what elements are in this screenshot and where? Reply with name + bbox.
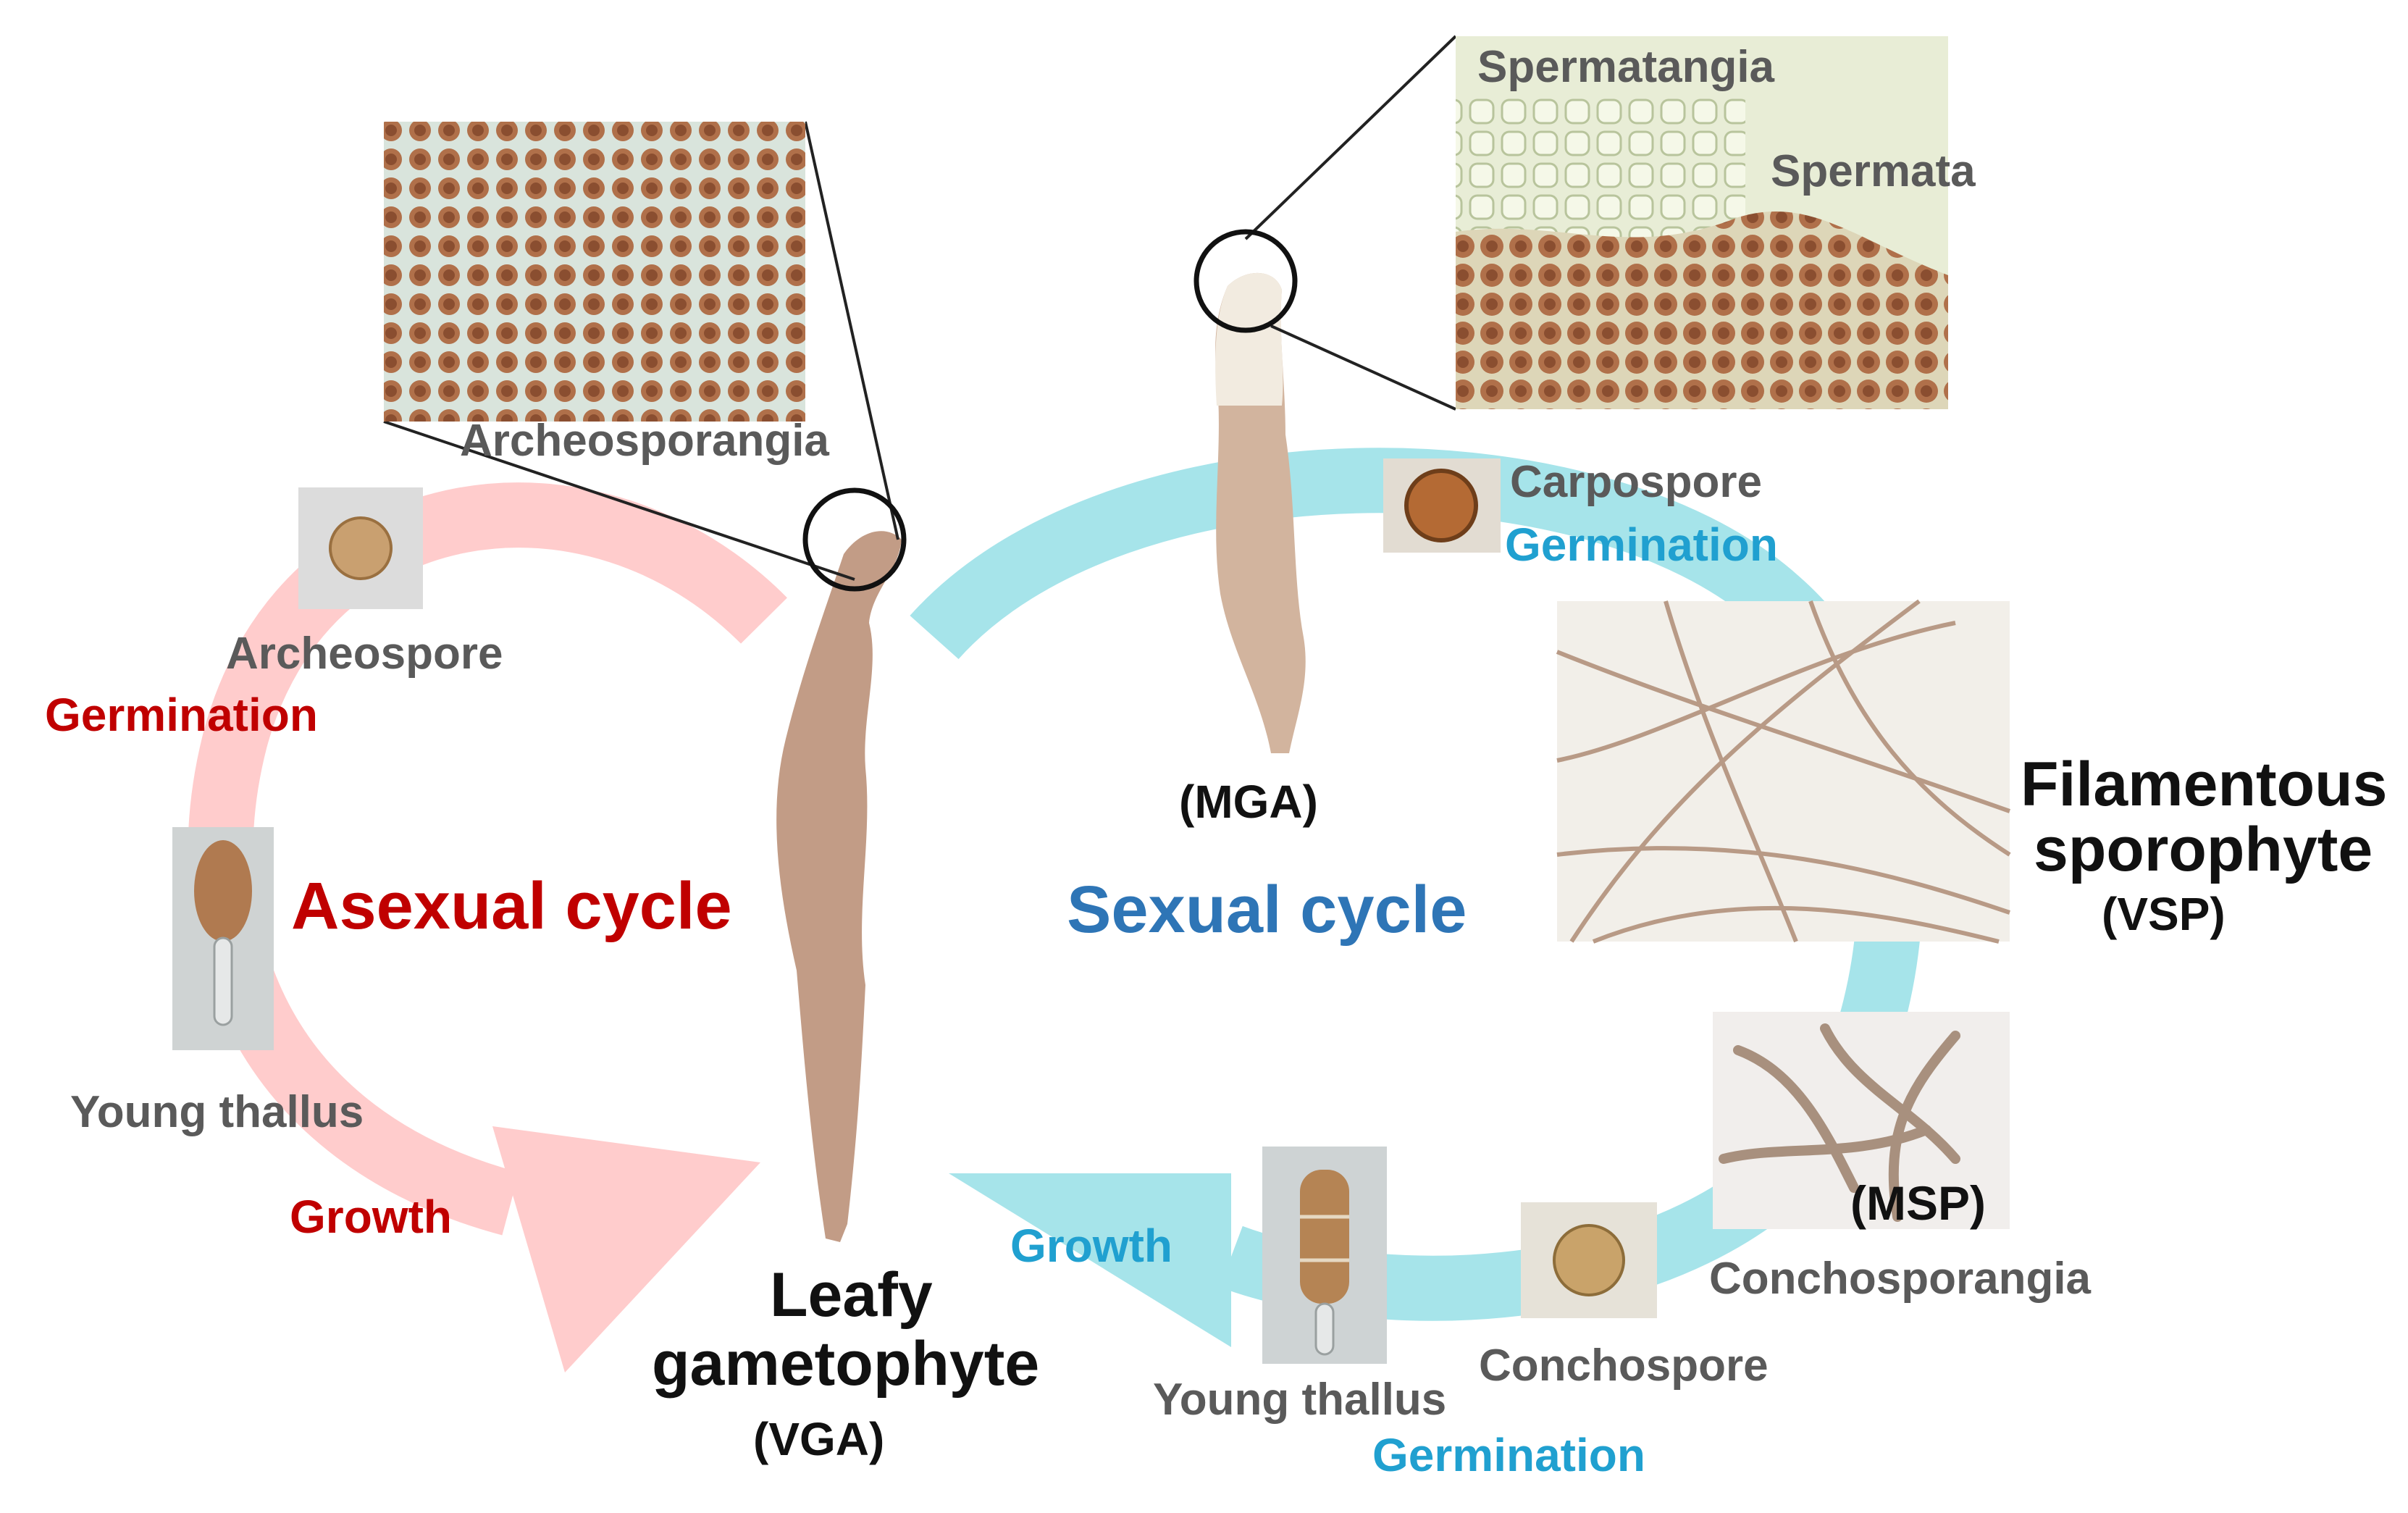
leafy-label-line2: gametophyte bbox=[652, 1329, 1040, 1399]
sexual-young-thallus-micrograph bbox=[1262, 1147, 1387, 1364]
conchosporangia-label: Conchosporangia bbox=[1709, 1254, 2092, 1304]
asexual-growth-label: Growth bbox=[290, 1191, 452, 1243]
filamentous-label-line2: sporophyte bbox=[2034, 815, 2373, 884]
archeosporangia-label: Archeosporangia bbox=[460, 416, 829, 466]
asexual-germination-label: Germination bbox=[45, 689, 318, 741]
vsp-label: (VSP) bbox=[2102, 888, 2225, 940]
zoom-line bbox=[1270, 324, 1456, 411]
carpospore-micrograph bbox=[1383, 458, 1501, 553]
carpospore-label: Carpospore bbox=[1510, 457, 1762, 507]
msp-micrograph bbox=[1713, 1012, 2010, 1229]
magnify-circle-icon bbox=[1193, 229, 1298, 333]
leafy-label-line1: Leafy bbox=[770, 1260, 933, 1330]
msp-label: (MSP) bbox=[1850, 1176, 1986, 1230]
sexual-cycle-title: Sexual cycle bbox=[1067, 873, 1467, 947]
spermatangia-micrograph bbox=[1456, 36, 1948, 409]
zoom-line bbox=[383, 420, 855, 581]
asexual-young-thallus-micrograph bbox=[172, 827, 274, 1050]
sexual-germination-bottom-label: Germination bbox=[1372, 1429, 1645, 1481]
leafy-gametophyte-thallus bbox=[776, 531, 902, 1242]
spermatangia-label: Spermatangia bbox=[1477, 42, 1775, 92]
mga-thallus bbox=[1215, 272, 1306, 753]
conchospore-micrograph bbox=[1521, 1202, 1657, 1318]
sexual-germination-top-label: Germination bbox=[1505, 519, 1778, 571]
sexual-growth-label: Growth bbox=[1010, 1220, 1172, 1272]
archeosporangia-micrograph bbox=[384, 122, 805, 422]
filamentous-sporophyte-micrograph bbox=[1556, 599, 2011, 944]
archeospore-label: Archeospore bbox=[226, 629, 503, 679]
asexual-young-thallus-label: Young thallus bbox=[70, 1087, 364, 1137]
archeospore-micrograph bbox=[298, 487, 423, 609]
filamentous-label-line1: Filamentous bbox=[2021, 750, 2388, 819]
zoom-line bbox=[804, 121, 899, 540]
asexual-cycle-arrow bbox=[188, 482, 787, 1372]
spermata-label: Spermata bbox=[1771, 146, 1976, 196]
zoom-line bbox=[1244, 35, 1457, 240]
mga-label: (MGA) bbox=[1179, 776, 1318, 828]
asexual-cycle-title: Asexual cycle bbox=[291, 869, 732, 943]
conchospore-label: Conchospore bbox=[1479, 1341, 1769, 1391]
vga-label: (VGA) bbox=[753, 1413, 885, 1465]
sexual-young-thallus-label: Young thallus bbox=[1153, 1375, 1447, 1425]
magnify-circle-icon bbox=[802, 487, 907, 592]
